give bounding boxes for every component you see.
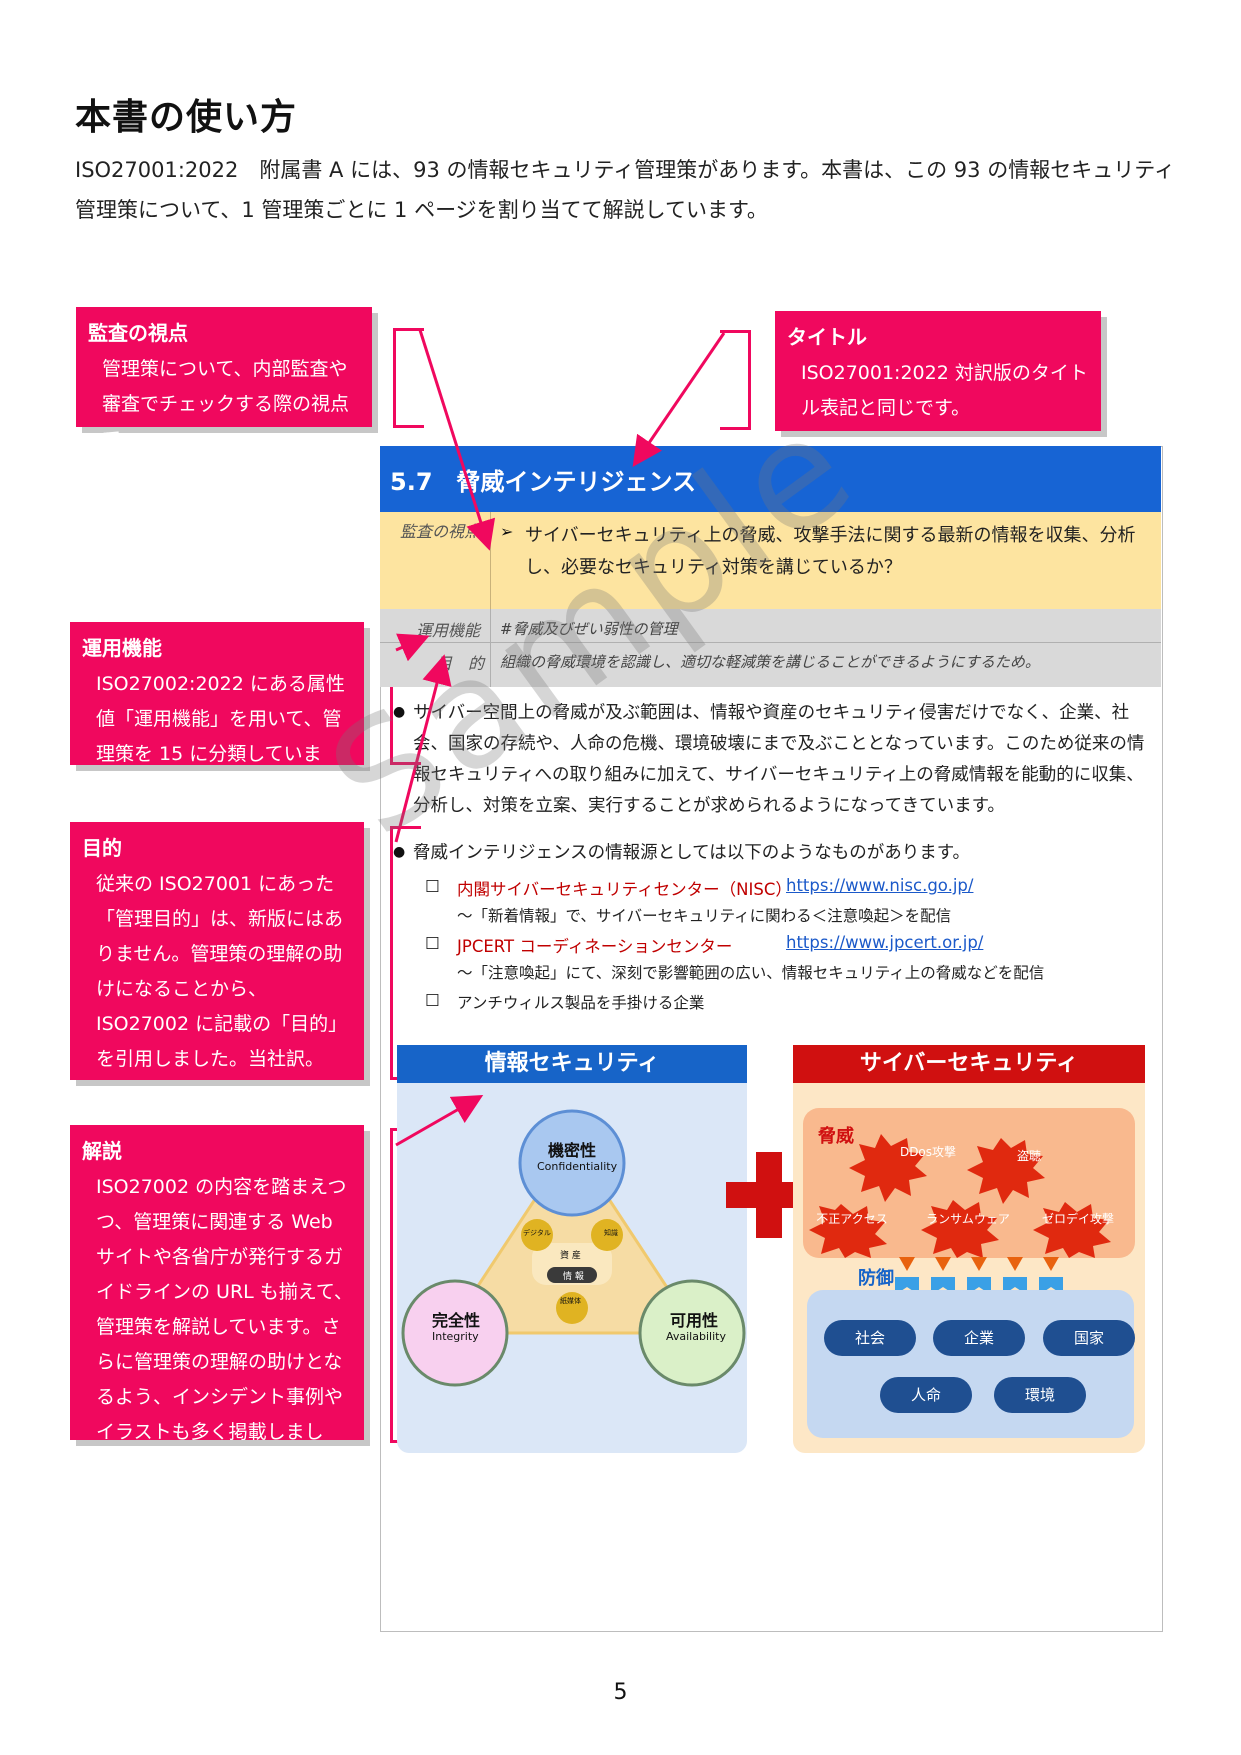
arrow-marker: ➢ (500, 522, 514, 541)
threat-item: DDos攻撃 (899, 1145, 957, 1159)
target-pill: 人命 (880, 1377, 972, 1413)
row-divider (490, 512, 491, 609)
asset-label: 資 産 (560, 1251, 581, 1261)
bullet-dot: ● (393, 704, 406, 720)
integrity-label: 完全性 (432, 1311, 481, 1330)
chip-digital: デジタル (523, 1229, 551, 1237)
source-note: ～「新着情報」で、サイバーセキュリティに関わる＜注意喚起＞を配信 (457, 907, 952, 925)
callout-body: ISO27002:2022 にある属性値「運用機能」を用いて、管理策を 15 に… (96, 673, 345, 800)
source-note: ～「注意喚起」にて、深刻で影響範囲の広い、情報セキュリティ上の脅威などを配信 (457, 964, 1045, 982)
checkbox-icon: ☐ (425, 934, 440, 953)
confidentiality-sub: Confidentiality (537, 1160, 618, 1173)
source-link[interactable]: https://www.jpcert.or.jp/ (786, 933, 984, 952)
callout-explain: 解説 ISO27002 の内容を踏まえつつ、管理策に関連する Web サイトや各… (70, 1125, 364, 1478)
ops-label: 運用機能 (416, 621, 481, 640)
ops-value: #脅威及びぜい弱性の管理 (500, 620, 678, 638)
chip-knowledge: 知識 (604, 1229, 618, 1237)
callout-heading: 監査の視点 (88, 321, 188, 345)
sample-page-title: 5.7 脅威インテリジェンス (390, 468, 697, 496)
confidentiality-label: 機密性 (548, 1141, 597, 1160)
callout-title: タイトル ISO27001:2022 対訳版のタイトル表記と同じです。 (775, 311, 1101, 431)
bracket-audit (393, 328, 424, 428)
defense-label: 防御 (858, 1268, 894, 1289)
cia-triangle-diagram (401, 1109, 746, 1387)
callout-heading: 目的 (82, 836, 122, 860)
availability-sub: Availability (666, 1330, 726, 1343)
threat-bursts (809, 1134, 1111, 1258)
source-name: 内閣サイバーセキュリティセンター（NISC） (457, 880, 792, 899)
callout-body: ISO27001:2022 対訳版のタイトル表記と同じです。 (801, 362, 1088, 419)
info-label: 情 報 (563, 1272, 584, 1282)
row-divider (380, 642, 1161, 643)
intro-paragraph: ISO27001:2022 附属書 A には、93 の情報セキュリティ管理策があ… (75, 158, 1175, 222)
source-name: JPCERT コーディネーションセンター (457, 937, 733, 956)
threat-item: ゼロデイ攻撃 (1041, 1212, 1114, 1226)
callout-audit: 監査の視点 管理策について、内部監査や審査でチェックする際の視点で (76, 307, 372, 450)
threat-item: 盗聴 (1016, 1149, 1041, 1163)
ops-purpose-rows: 運用機能 #脅威及びぜい弱性の管理 目 的 組織の脅威環境を認識し、適切な軽減策… (380, 609, 1161, 687)
source-link[interactable]: https://www.nisc.go.jp/ (786, 876, 974, 895)
target-pill: 企業 (933, 1320, 1025, 1356)
cybersec-title: サイバーセキュリティ (793, 1045, 1145, 1083)
threat-item: 不正アクセス (816, 1212, 888, 1226)
bullet-paragraph-2: 脅威インテリジェンスの情報源としては以下のようなものがあります。 (413, 843, 971, 863)
sample-page-title-bar: 5.7 脅威インテリジェンス (380, 446, 1161, 512)
callout-heading: タイトル (787, 325, 867, 349)
threat-label: 脅威 (818, 1126, 854, 1147)
purpose-value: 組織の脅威環境を認識し、適切な軽減策を講じることができるようにするため。 (500, 653, 1040, 671)
bullet-paragraph-1: サイバー空間上の脅威が及ぶ範囲は、情報や資産のセキュリティ侵害だけでなく、企業、… (413, 703, 1145, 816)
callout-body: 従来の ISO27001 にあった「管理目的」は、新版にはありません。管理策の理… (96, 873, 348, 1070)
target-pill: 国家 (1043, 1320, 1135, 1356)
callout-ops: 運用機能 ISO27002:2022 にある属性値「運用機能」を用いて、管理策を… (70, 622, 364, 800)
target-pill: 環境 (994, 1377, 1086, 1413)
callout-heading: 運用機能 (82, 636, 162, 660)
callout-body: 管理策について、内部監査や審査でチェックする際の視点で (102, 358, 350, 450)
page-number: 5 (613, 1680, 628, 1705)
infosec-title: 情報セキュリティ (397, 1045, 747, 1083)
callout-purpose: 目的 従来の ISO27001 にあった「管理目的」は、新版にはありません。管理… (70, 822, 364, 1080)
checkbox-icon: ☐ (425, 991, 440, 1010)
callout-body: ISO27002 の内容を踏まえつつ、管理策に関連する Web サイトや各省庁が… (96, 1176, 353, 1478)
source-name: アンチウィルス製品を手掛ける企業 (457, 994, 705, 1012)
checkbox-icon: ☐ (425, 877, 440, 896)
page-title: 本書の使い方 (75, 97, 298, 138)
callout-heading: 解説 (82, 1139, 122, 1163)
target-pill: 社会 (824, 1320, 916, 1356)
audit-label: 監査の視点 (400, 522, 481, 541)
availability-label: 可用性 (670, 1311, 719, 1330)
chip-paper: 紙媒体 (560, 1297, 581, 1305)
defense-box (807, 1290, 1134, 1438)
audit-row: 監査の視点 ➢ (380, 512, 1161, 610)
bullet-dot: ● (393, 844, 406, 860)
integrity-sub: Integrity (432, 1330, 479, 1343)
audit-text: サイバーセキュリティ上の脅威、攻撃手法に関する最新の情報を収集、分析し、必要なセ… (525, 525, 1136, 578)
row-divider (490, 609, 491, 687)
threat-item: ランサムウェア (926, 1212, 1010, 1226)
